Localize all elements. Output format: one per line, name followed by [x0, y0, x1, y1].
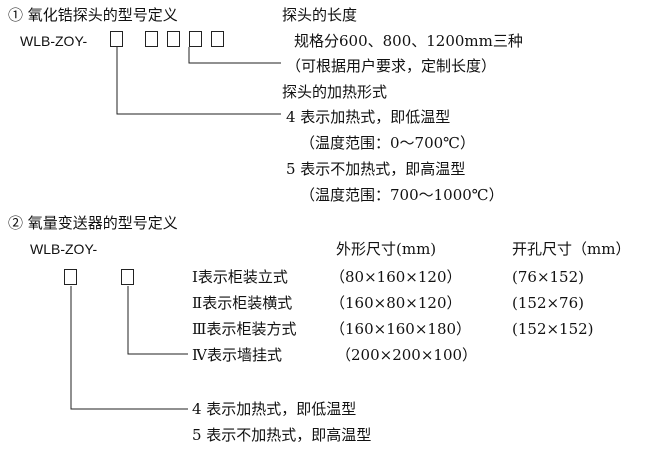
- section1-length-box-1: [145, 31, 158, 47]
- mount-row-label: Ⅲ表示柜装方式: [192, 320, 297, 338]
- section2-heading: ② 氧量变送器的型号定义: [8, 214, 178, 232]
- col-hole-header: 开孔尺寸（mm）: [512, 240, 631, 258]
- length-note: （可根据用户要求，定制长度）: [286, 57, 497, 75]
- section2-model-prefix: WLB-ZOY-: [30, 241, 98, 257]
- section2-heating-4: 4 表示加热式，即低温型: [192, 400, 357, 418]
- mount-row-label: Ⅳ表示墙挂式: [192, 346, 282, 364]
- mount-row-label: Ⅰ表示柜装立式: [192, 268, 288, 286]
- section1-length-box-3: [189, 31, 202, 47]
- heating-5: 5 表示不加热式，即高温型: [286, 160, 466, 178]
- mount-row-outer: （80×160×120）: [330, 268, 462, 286]
- heating-5-range: （温度范围：700～1000℃）: [300, 186, 504, 204]
- section1-heading: ① 氧化锆探头的型号定义: [8, 6, 178, 24]
- length-spec: 规格分600、800、1200mm三种: [294, 32, 523, 50]
- section2-heating-5: 5 表示不加热式，即高温型: [192, 426, 372, 444]
- mount-row-outer: （160×160×180）: [330, 320, 472, 338]
- heating-4: 4 表示加热式，即低温型: [286, 108, 451, 126]
- length-title: 探头的长度: [282, 6, 358, 24]
- section1-length-box-4: [211, 31, 224, 47]
- section2-mount-box: [121, 269, 134, 285]
- mount-row-hole: (152×152): [512, 320, 594, 338]
- mount-row-outer: （160×80×120）: [330, 294, 462, 312]
- connector-heating-2: [70, 286, 188, 410]
- heating-title: 探头的加热形式: [282, 83, 388, 101]
- connector-heating: [116, 47, 281, 115]
- mount-row-hole: (76×152): [512, 268, 584, 286]
- mount-row-hole: (152×76): [512, 294, 584, 312]
- col-outer-header: 外形尺寸(mm): [336, 240, 437, 258]
- mount-row-label: Ⅱ表示柜装横式: [192, 294, 293, 312]
- section1-length-box-2: [167, 31, 180, 47]
- mount-row-outer: （200×200×100）: [336, 346, 478, 364]
- section1-heating-box: [110, 31, 123, 47]
- section2-heating-box: [64, 269, 77, 285]
- section1-model-prefix: WLB-ZOY-: [20, 33, 88, 49]
- heating-4-range: （温度范围：0～700℃）: [300, 134, 475, 152]
- connector-length: [188, 47, 281, 64]
- connector-mount: [127, 286, 188, 355]
